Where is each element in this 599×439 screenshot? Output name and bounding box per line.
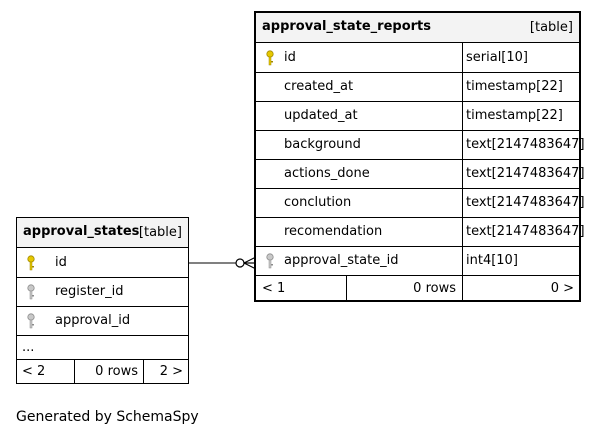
more-columns-row: ... <box>17 335 188 360</box>
foreign-key-icon <box>266 253 274 269</box>
column-row[interactable]: updated_at timestamp[22] <box>256 101 579 131</box>
table-name[interactable]: approval_state_reports <box>262 19 432 34</box>
column-row[interactable]: background text[2147483647] <box>256 130 585 160</box>
table-header: approval_states [table] <box>17 218 188 248</box>
column-type: text[2147483647] <box>466 166 585 181</box>
primary-key-icon <box>27 255 35 271</box>
table-footer: < 2 0 rows 2 > <box>17 360 188 383</box>
foreign-key-icon <box>27 284 35 300</box>
column-name: updated_at <box>284 108 358 123</box>
column-type: text[2147483647] <box>466 137 585 152</box>
more-columns-ellipsis: ... <box>22 339 35 355</box>
column-row[interactable]: conclution text[2147483647] <box>256 188 585 218</box>
table-name[interactable]: approval_states <box>23 224 140 239</box>
column-row[interactable]: id <box>17 248 188 278</box>
generated-by-label: Generated by SchemaSpy <box>16 409 199 425</box>
row-count: 0 rows <box>95 364 138 379</box>
column-row[interactable]: approval_id <box>17 306 188 336</box>
children-count[interactable]: 0 > <box>550 280 574 296</box>
column-name: actions_done <box>284 166 370 181</box>
column-type: text[2147483647] <box>466 195 585 210</box>
table-approval-states[interactable]: approval_states [table] id register_id a… <box>16 217 189 384</box>
column-name: id <box>55 255 67 270</box>
column-name: id <box>284 50 296 65</box>
column-type: timestamp[22] <box>466 79 563 94</box>
column-name: register_id <box>55 284 124 299</box>
zero-optionality-marker <box>235 258 245 268</box>
table-kind-label: [table] <box>138 225 182 240</box>
column-name: conclution <box>284 195 352 210</box>
parents-count[interactable]: < 2 <box>22 364 46 379</box>
row-count: 0 rows <box>413 280 456 296</box>
table-footer: < 1 0 rows 0 > <box>256 276 579 300</box>
column-type: serial[10] <box>466 50 528 65</box>
column-row[interactable]: register_id <box>17 277 188 307</box>
column-name: approval_id <box>55 313 131 328</box>
column-row[interactable]: recomendation text[2147483647] <box>256 217 585 247</box>
column-type: int4[10] <box>466 253 518 268</box>
column-name: approval_state_id <box>284 253 399 268</box>
table-header: approval_state_reports [table] <box>256 13 579 43</box>
column-row[interactable]: approval_state_id int4[10] <box>256 246 579 276</box>
column-row[interactable]: actions_done text[2147483647] <box>256 159 585 189</box>
table-approval-state-reports[interactable]: approval_state_reports [table] id serial… <box>254 11 585 302</box>
column-type: timestamp[22] <box>466 108 563 123</box>
column-name: recomendation <box>284 224 383 239</box>
column-row[interactable]: id serial[10] <box>256 43 579 73</box>
column-name: background <box>284 137 361 152</box>
foreign-key-icon <box>27 313 35 329</box>
table-kind-label: [table] <box>529 20 573 35</box>
column-type: text[2147483647] <box>466 224 585 239</box>
column-row[interactable]: created_at timestamp[22] <box>256 72 579 102</box>
primary-key-icon <box>266 50 274 66</box>
parents-count[interactable]: < 1 <box>262 280 286 296</box>
column-name: created_at <box>284 79 354 94</box>
children-count[interactable]: 2 > <box>159 364 183 379</box>
